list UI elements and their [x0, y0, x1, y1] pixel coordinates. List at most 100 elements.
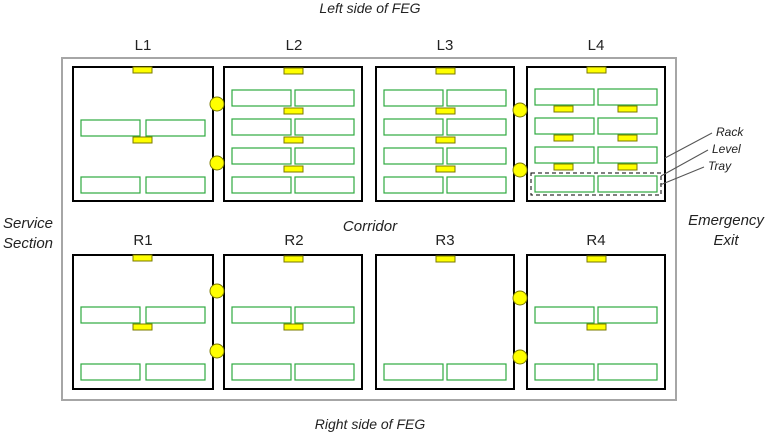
sensor-bar — [553, 134, 574, 142]
tray — [446, 89, 507, 107]
service-section-label: Service Section — [0, 214, 56, 254]
sensor-bar — [283, 323, 304, 331]
room-l3 — [375, 66, 515, 202]
sensor-bar — [435, 107, 456, 115]
room-l2 — [223, 66, 363, 202]
tray — [80, 176, 141, 194]
tray — [231, 363, 292, 381]
room-label-r3: R3 — [435, 232, 455, 249]
sensor-bar — [586, 66, 607, 74]
sensor-bar — [586, 323, 607, 331]
node-circle — [512, 102, 528, 118]
node-circle — [209, 343, 225, 359]
tray — [145, 363, 206, 381]
tray — [294, 363, 355, 381]
tray — [231, 147, 292, 165]
tray — [446, 147, 507, 165]
sensor-bar — [283, 165, 304, 173]
emergency-line2: Exit — [713, 232, 739, 249]
tray — [534, 363, 595, 381]
tray — [597, 146, 658, 164]
node-circle — [512, 349, 528, 365]
tray — [383, 176, 444, 194]
tray — [383, 89, 444, 107]
service-line2: Section — [2, 235, 54, 252]
tray — [383, 363, 444, 381]
bottom-caption: Right side of FEG — [314, 416, 426, 432]
sensor-bar — [617, 134, 638, 142]
sensor-bar — [132, 323, 153, 331]
sensor-bar — [132, 254, 153, 262]
sensor-bar — [132, 136, 153, 144]
sensor-bar — [283, 67, 304, 75]
legend-level-label: Level — [712, 142, 741, 156]
sensor-bar — [553, 163, 574, 171]
tray — [597, 88, 658, 106]
sensor-bar — [586, 255, 607, 263]
node-circle — [209, 155, 225, 171]
room-label-l4: L4 — [587, 37, 605, 54]
sensor-bar — [283, 255, 304, 263]
tray — [294, 147, 355, 165]
sensor-bar — [617, 163, 638, 171]
sensor-bar — [435, 255, 456, 263]
room-label-r4: R4 — [586, 232, 606, 249]
tray — [534, 88, 595, 106]
tray — [294, 118, 355, 136]
sensor-bar — [283, 107, 304, 115]
tray — [446, 363, 507, 381]
node-circle — [512, 290, 528, 306]
legend-tray-pointer — [659, 166, 705, 186]
facility-outline — [61, 57, 677, 401]
emergency-exit-label: Emergency Exit — [684, 211, 767, 251]
tray — [80, 119, 141, 137]
tray — [534, 117, 595, 135]
room-r3 — [375, 254, 515, 390]
tray — [446, 118, 507, 136]
tray — [383, 147, 444, 165]
tray — [80, 363, 141, 381]
tray — [597, 117, 658, 135]
tray — [534, 306, 595, 324]
tray — [294, 89, 355, 107]
sensor-bar — [435, 136, 456, 144]
legend-tray-label: Tray — [708, 159, 732, 173]
tray — [231, 118, 292, 136]
tray — [80, 306, 141, 324]
tray — [294, 306, 355, 324]
tray — [534, 175, 595, 193]
emergency-line1: Emergency — [688, 212, 764, 229]
sensor-bar — [435, 67, 456, 75]
node-circle — [209, 283, 225, 299]
legend-rack-label: Rack — [716, 125, 744, 139]
tray — [597, 306, 658, 324]
room-label-r2: R2 — [284, 232, 304, 249]
room-label-l1: L1 — [134, 37, 152, 54]
node-circle — [512, 162, 528, 178]
service-line1: Service — [2, 215, 54, 232]
sensor-bar — [435, 165, 456, 173]
tray — [231, 176, 292, 194]
room-r2 — [223, 254, 363, 390]
sensor-bar — [553, 105, 574, 113]
sensor-bar — [617, 105, 638, 113]
room-label-l2: L2 — [285, 37, 303, 54]
tray — [446, 176, 507, 194]
room-r4 — [526, 254, 666, 390]
legend-rack-pointer — [664, 132, 713, 159]
sensor-bar — [132, 66, 153, 74]
sensor-bar — [283, 136, 304, 144]
tray — [597, 175, 658, 193]
tray — [231, 89, 292, 107]
room-label-l3: L3 — [436, 37, 454, 54]
tray — [145, 306, 206, 324]
room-r1 — [72, 254, 214, 390]
tray — [294, 176, 355, 194]
tray — [231, 306, 292, 324]
room-label-r1: R1 — [133, 232, 153, 249]
corridor-label: Corridor — [342, 218, 398, 235]
node-circle — [209, 96, 225, 112]
room-l1 — [72, 66, 214, 202]
tray — [145, 176, 206, 194]
